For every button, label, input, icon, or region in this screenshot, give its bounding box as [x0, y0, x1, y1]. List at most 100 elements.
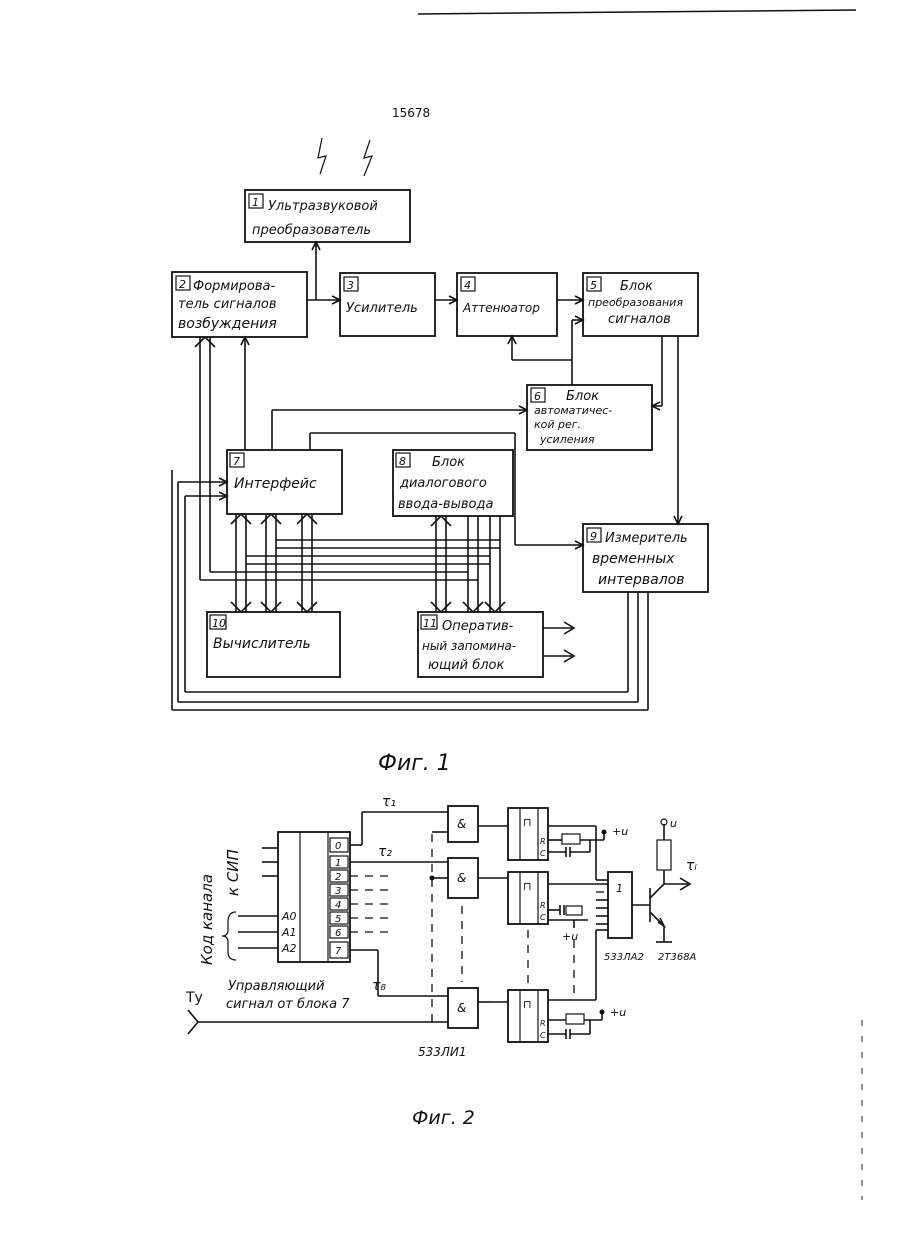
block-3-amplifier: 3 Усилитель	[340, 273, 435, 336]
plus-u-8: +u	[610, 1006, 626, 1019]
pin-out-2: 2	[335, 872, 341, 883]
block-2-excitation-former: 2 Формирова- тель сигналов возбуждения	[172, 272, 307, 337]
block-11-ram: 11 Оператив- ный запомина- ющий блок	[418, 612, 543, 677]
block-8-label-line1: Блок	[432, 455, 465, 470]
block-5-label-line2: преобразования	[588, 296, 683, 309]
block-6-number: 6	[534, 390, 541, 403]
block-9-label-line1: Измеритель	[605, 531, 688, 546]
block-5-signal-converter: 5 Блок преобразования сигналов	[583, 273, 698, 336]
fig2-side-label-sip: к СИП	[224, 849, 242, 896]
fig1-caption: Фиг. 1	[378, 751, 451, 776]
block-9-label-line3: интервалов	[598, 572, 685, 588]
pin-out-0: 0	[335, 841, 341, 852]
pin-out-6: 6	[335, 928, 341, 939]
ty-label: Ту	[185, 990, 203, 1006]
and-gate-2: &	[448, 858, 478, 898]
block-2-label-line1: Формирова-	[193, 279, 275, 294]
block-1-label-line1: Ультразвуковой	[268, 199, 378, 214]
block-8-dialog-io: 8 Блок диалогового ввода-вывода	[393, 450, 513, 516]
block-6-label-line2: автоматичес-	[534, 404, 612, 417]
signal-wave-icon	[318, 138, 326, 174]
nand-symbol: 1	[616, 882, 623, 895]
block-4-number: 4	[464, 279, 471, 292]
block-1-ultrasonic-transducer: 1 Ультразвуковой преобразователь	[245, 190, 410, 242]
pin-a0: A0	[281, 910, 297, 923]
chip-533la2: 533ЛА2	[604, 952, 644, 963]
block-7-number: 7	[233, 455, 240, 468]
one-shot-1-c: C	[540, 849, 546, 858]
nand-gate: 1	[608, 872, 632, 938]
block-4-attenuator: 4 Аттенюатор	[457, 273, 557, 336]
pin-out-1: 1	[335, 858, 341, 869]
transistor-2t368a: 2Т368А	[658, 952, 697, 963]
tau-i-label: τᵢ	[686, 858, 697, 874]
block-11-label-line3: ющий блок	[428, 658, 504, 673]
chip-533li1: 533ЛИ1	[418, 1045, 467, 1059]
block-4-label: Аттенюатор	[462, 301, 540, 315]
tau-2-label: τ₂	[378, 844, 392, 860]
one-shot-8-c: C	[540, 1031, 546, 1040]
block-3-number: 3	[347, 279, 354, 292]
one-shot-2-r: R	[540, 901, 546, 910]
top-rule	[418, 10, 856, 14]
pin-a2: A2	[281, 942, 297, 955]
decoder-chip: A0 A1 A2 0 1 2 3 4 5 6 7	[238, 832, 350, 962]
block-6-agc: 6 Блок автоматичес- кой рег. усиления	[527, 385, 652, 450]
signal-wave-icon-2	[364, 140, 372, 176]
block-6-label-line1: Блок	[566, 389, 599, 404]
u-label: u	[670, 817, 677, 830]
block-5-number: 5	[590, 279, 597, 292]
block-8-number: 8	[399, 455, 406, 468]
one-shot-2-c: C	[540, 913, 546, 922]
block-11-label-line1: Оператив-	[442, 619, 514, 634]
page-number: 15678	[392, 106, 430, 120]
block-8-label-line2: диалогового	[399, 476, 487, 491]
block-7-interface: 7 Интерфейс	[227, 450, 342, 514]
block-10-number: 10	[212, 617, 226, 630]
block-6-label-line4: усиления	[539, 433, 595, 446]
block-10-label: Вычислитель	[213, 636, 311, 652]
pin-out-3: 3	[335, 886, 341, 897]
block-10-calculator: 10 Вычислитель	[207, 612, 340, 677]
gate-8-symbol: &	[457, 1001, 466, 1015]
gate-2-symbol: &	[457, 871, 466, 885]
block-8-label-line3: ввода-вывода	[398, 497, 493, 512]
block-2-number: 2	[179, 278, 186, 291]
tau-8-label: τ₈	[372, 978, 386, 994]
fig2-side-label-code: Код канала	[198, 874, 216, 965]
block-6-label-line3: кой рег.	[534, 418, 581, 431]
block-11-number: 11	[423, 617, 437, 630]
block-5-label-line1: Блок	[620, 279, 653, 294]
pin-a1: A1	[281, 926, 297, 939]
pin-out-4: 4	[335, 900, 341, 911]
brace	[222, 912, 236, 960]
block-3-label: Усилитель	[346, 301, 418, 316]
block-7-label: Интерфейс	[234, 476, 317, 492]
and-gate-1: &	[448, 806, 478, 842]
one-shot-1-pulse-icon: ⊓	[523, 816, 532, 829]
one-shot-1: ⊓ R C +u	[508, 808, 628, 860]
and-gate-8: &	[448, 988, 478, 1028]
one-shot-1-r: R	[540, 837, 546, 846]
control-label-line1: Управляющий	[228, 979, 325, 994]
one-shot-8-pulse-icon: ⊓	[523, 998, 532, 1011]
block-9-time-interval-meter: 9 Измеритель временных интервалов	[583, 524, 708, 592]
one-shot-8-r: R	[540, 1019, 546, 1028]
one-shot-2-pulse-icon: ⊓	[523, 880, 532, 893]
one-shot-2: ⊓ R C +u	[508, 872, 588, 943]
block-9-label-line2: временных	[592, 551, 675, 567]
block-2-label-line2: тель сигналов	[178, 297, 277, 312]
control-label-line2: сигнал от блока 7	[226, 997, 350, 1012]
one-shot-8: ⊓ R C +u	[508, 990, 626, 1042]
pin-out-5: 5	[335, 914, 341, 925]
block-9-number: 9	[590, 530, 597, 543]
block-1-label-line2: преобразователь	[252, 223, 371, 238]
gate-1-symbol: &	[457, 817, 466, 831]
block-11-label-line2: ный запомина-	[422, 639, 516, 653]
fig2-caption: Фиг. 2	[412, 1107, 475, 1129]
plus-u-1: +u	[612, 825, 628, 838]
pin-out-7: 7	[335, 946, 342, 957]
block-1-number: 1	[252, 196, 259, 209]
block-5-label-line3: сигналов	[608, 312, 671, 327]
